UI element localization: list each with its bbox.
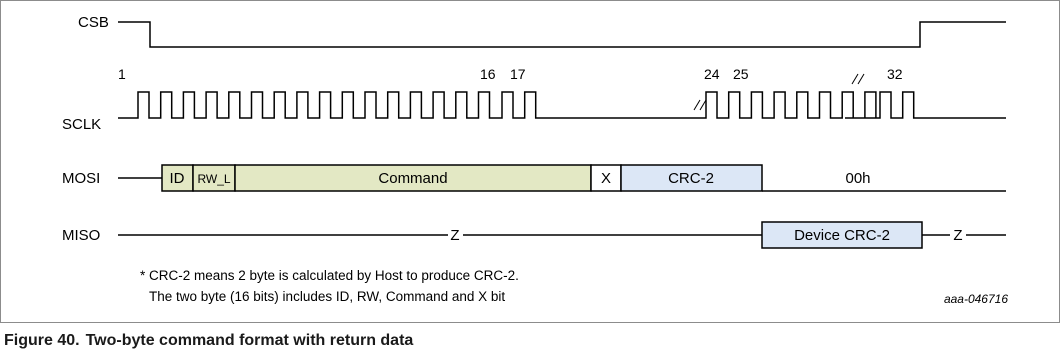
sclk-break-mark [699,99,707,111]
mosi-tail-text: 00h [845,170,870,187]
mosi-x-text: X [601,170,611,187]
miso-z-text: Z [953,227,962,244]
figure-reference: aaa-046716 [944,292,1008,306]
clock-number-1: 1 [118,66,126,82]
mosi-rw-text: RW_L [197,172,230,186]
note-line-2: The two byte (16 bits) includes ID, RW, … [149,289,505,304]
mosi-crc-field [620,164,763,192]
clock-number-25: 25 [733,66,749,82]
sclk-break-mark [693,99,701,111]
clock-number-32: 32 [887,66,903,82]
note-star: * [140,268,146,283]
clock-number-17: 17 [510,66,526,82]
timing-diagram: CSB 1 16 17 24 25 32 SCLK MOSI ID RW_L C… [62,14,1008,306]
sclk-label: SCLK [62,116,101,133]
caption-number: Figure 40. [4,332,80,349]
miso-label: MISO [62,227,100,244]
figure-frame [0,0,1060,323]
miso-device-crc-text: Device CRC-2 [794,227,890,244]
sclk-break-mark [857,73,865,85]
clock-number-24: 24 [704,66,720,82]
sclk-waveform [118,91,1006,119]
mosi-crc-text: CRC-2 [668,170,714,187]
mosi-command-field [234,164,592,192]
clock-number-16: 16 [480,66,496,82]
sclk-break-mark [851,73,859,85]
csb-waveform [118,21,1006,48]
mosi-command-text: Command [378,170,447,187]
mosi-label: MOSI [62,170,100,187]
mosi-id-field [161,164,194,192]
csb-label: CSB [78,14,109,31]
note-line-1: CRC-2 means 2 byte is calculated by Host… [149,268,519,283]
caption-title: Two-byte command format with return data [85,332,414,349]
mosi-id-text: ID [170,170,185,187]
figure-caption: Figure 40. Two-byte command format with r… [4,332,419,350]
miso-z-text: Z [450,227,459,244]
